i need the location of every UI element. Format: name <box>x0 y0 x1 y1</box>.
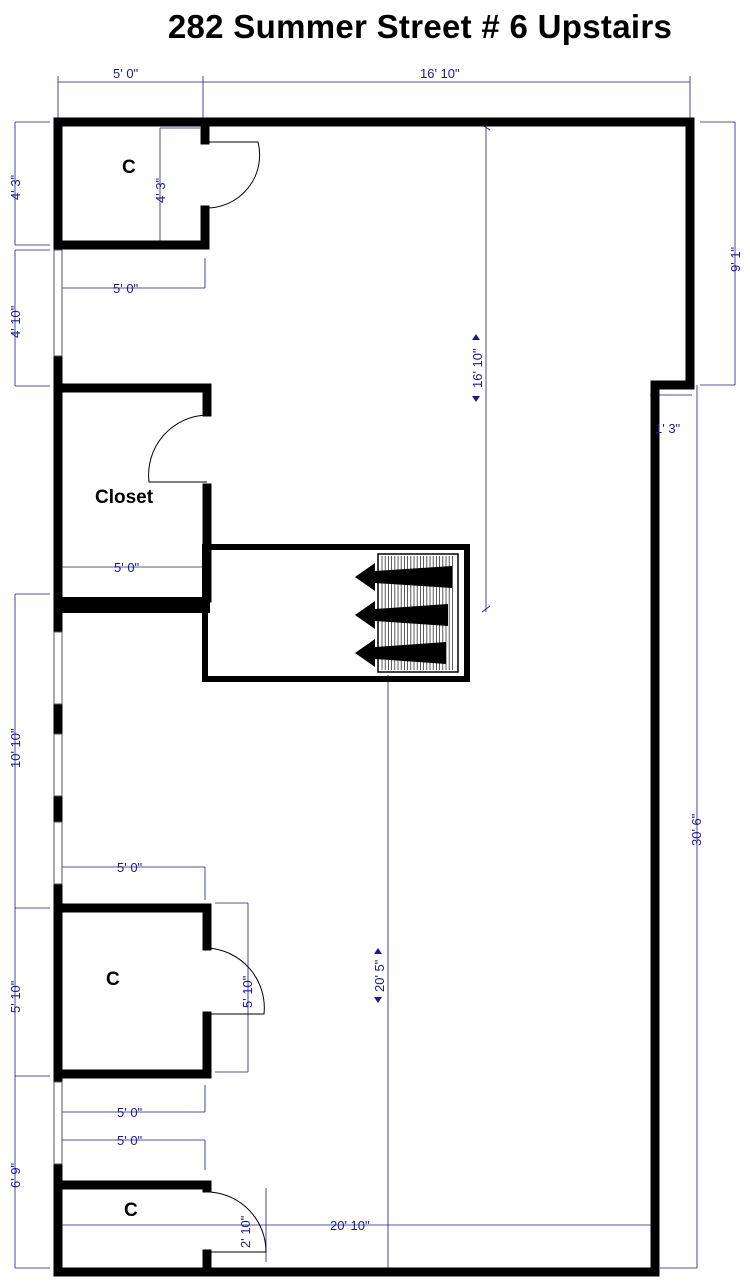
floor-plan-title: 282 Summer Street # 6 Upstairs <box>167 8 673 45</box>
windows <box>53 249 63 1165</box>
stair-arrow <box>355 639 446 667</box>
dim-bottom-width: 20' 10" <box>330 1218 370 1233</box>
dim-c3-width-a: 5' 0" <box>117 1105 143 1120</box>
dim-arrow-down <box>472 396 480 402</box>
exterior-walls <box>53 117 695 1277</box>
dim-c3-width-b: 5' 0" <box>117 1133 143 1148</box>
window <box>53 1081 63 1165</box>
dim-c1-width: 5' 0" <box>113 281 139 296</box>
dim-center-bottom-height: 20' 5" <box>372 959 387 992</box>
window <box>53 631 63 705</box>
room-label-closet-bottom: C <box>124 1200 138 1221</box>
window <box>53 733 63 797</box>
stair-arrow <box>355 563 452 591</box>
room-label-closet-top: C <box>122 157 136 178</box>
room-label-closet-main: Closet <box>95 487 154 508</box>
window <box>53 821 63 885</box>
dim-c1-inner-height: 4' 3" <box>153 177 168 203</box>
closet-top <box>53 117 261 250</box>
dim-arrow-down <box>374 997 382 1003</box>
dimension-lines <box>14 76 736 1270</box>
dim-right-top-height: 9' 1" <box>728 246 743 272</box>
dim-c2-width: 5' 0" <box>117 860 143 875</box>
closet-mid <box>53 903 265 1079</box>
dim-arrow-up <box>472 334 480 340</box>
room-label-closet-mid: C <box>106 969 120 990</box>
dim-c2-inner-height: 5' 10" <box>240 975 255 1008</box>
dim-left-window-height: 4' 10" <box>8 305 23 338</box>
dim-center-top-height: 16' 10" <box>470 348 485 388</box>
dim-c2-left-height: 5' 10" <box>8 980 23 1013</box>
closet-bottom <box>53 1180 267 1277</box>
dim-left-top-height: 4' 3" <box>8 174 23 200</box>
window <box>53 249 63 357</box>
closet-main <box>53 383 212 613</box>
dim-top-left-width: 5' 0" <box>113 66 139 81</box>
dim-arrow-up <box>374 948 382 954</box>
stair-arrow <box>355 601 448 629</box>
dim-notch-width: 1' 3" <box>655 421 681 436</box>
dim-top-right-width: 16' 10" <box>420 66 460 81</box>
dim-c3-inner-height: 2' 10" <box>238 1215 253 1248</box>
dim-right-total-height: 30' 6" <box>689 813 704 846</box>
dim-left-mid-height: 10' 10" <box>8 728 23 768</box>
staircase <box>202 544 470 682</box>
dim-closet-width: 5' 0" <box>114 560 140 575</box>
dim-left-bottom-height: 6' 9" <box>8 1162 23 1188</box>
